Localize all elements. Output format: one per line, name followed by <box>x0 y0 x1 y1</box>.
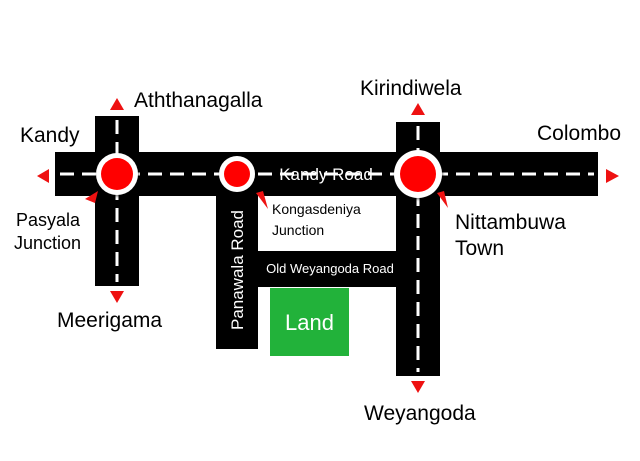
place-nittambuwa-line1: Nittambuwa <box>455 211 566 234</box>
old-weyangoda-road-label: Old Weyangoda Road <box>266 261 394 276</box>
arrow-colombo-icon <box>606 169 619 183</box>
kandy-road-label: Kandy Road <box>279 165 373 184</box>
direction-arrows <box>37 98 619 393</box>
kongasdeniya-junction-icon <box>219 156 255 192</box>
land-label: Land <box>285 310 334 335</box>
place-aththanagalla: Aththanagalla <box>134 89 263 112</box>
place-kongasdeniya-line2: Junction <box>272 222 324 238</box>
lane-markings <box>60 120 594 372</box>
arrow-nittambuwa-town-icon <box>437 191 448 208</box>
arrow-kandy-icon <box>37 169 49 183</box>
arrow-meerigama-icon <box>110 291 124 303</box>
place-meerigama: Meerigama <box>57 309 162 332</box>
place-kongasdeniya-line1: Kongasdeniya <box>272 201 361 217</box>
pasyala-junction-icon <box>96 153 138 195</box>
place-pasyala-line2: Junction <box>14 233 81 253</box>
land-plot <box>270 288 349 356</box>
place-colombo: Colombo <box>537 122 621 145</box>
arrow-pasyala-junction-icon <box>85 191 98 203</box>
place-weyangoda: Weyangoda <box>364 402 476 425</box>
panawala-road-label: Panawala Road <box>228 210 247 330</box>
place-nittambuwa-line2: Town <box>455 237 504 260</box>
arrow-weyangoda-icon <box>411 381 425 393</box>
arrow-aththanagalla-icon <box>110 98 124 110</box>
old-weyangoda-road <box>258 251 398 287</box>
place-kandy: Kandy <box>20 124 80 147</box>
arrow-kongasdeniya-junction-icon <box>256 191 268 209</box>
junctions <box>96 150 442 198</box>
nittambuwa-junction-icon <box>394 150 442 198</box>
place-pasyala-line1: Pasyala <box>16 210 81 230</box>
panawala-road <box>216 176 258 349</box>
place-kirindiwela: Kirindiwela <box>360 77 462 100</box>
arrow-kirindiwela-icon <box>411 103 425 115</box>
